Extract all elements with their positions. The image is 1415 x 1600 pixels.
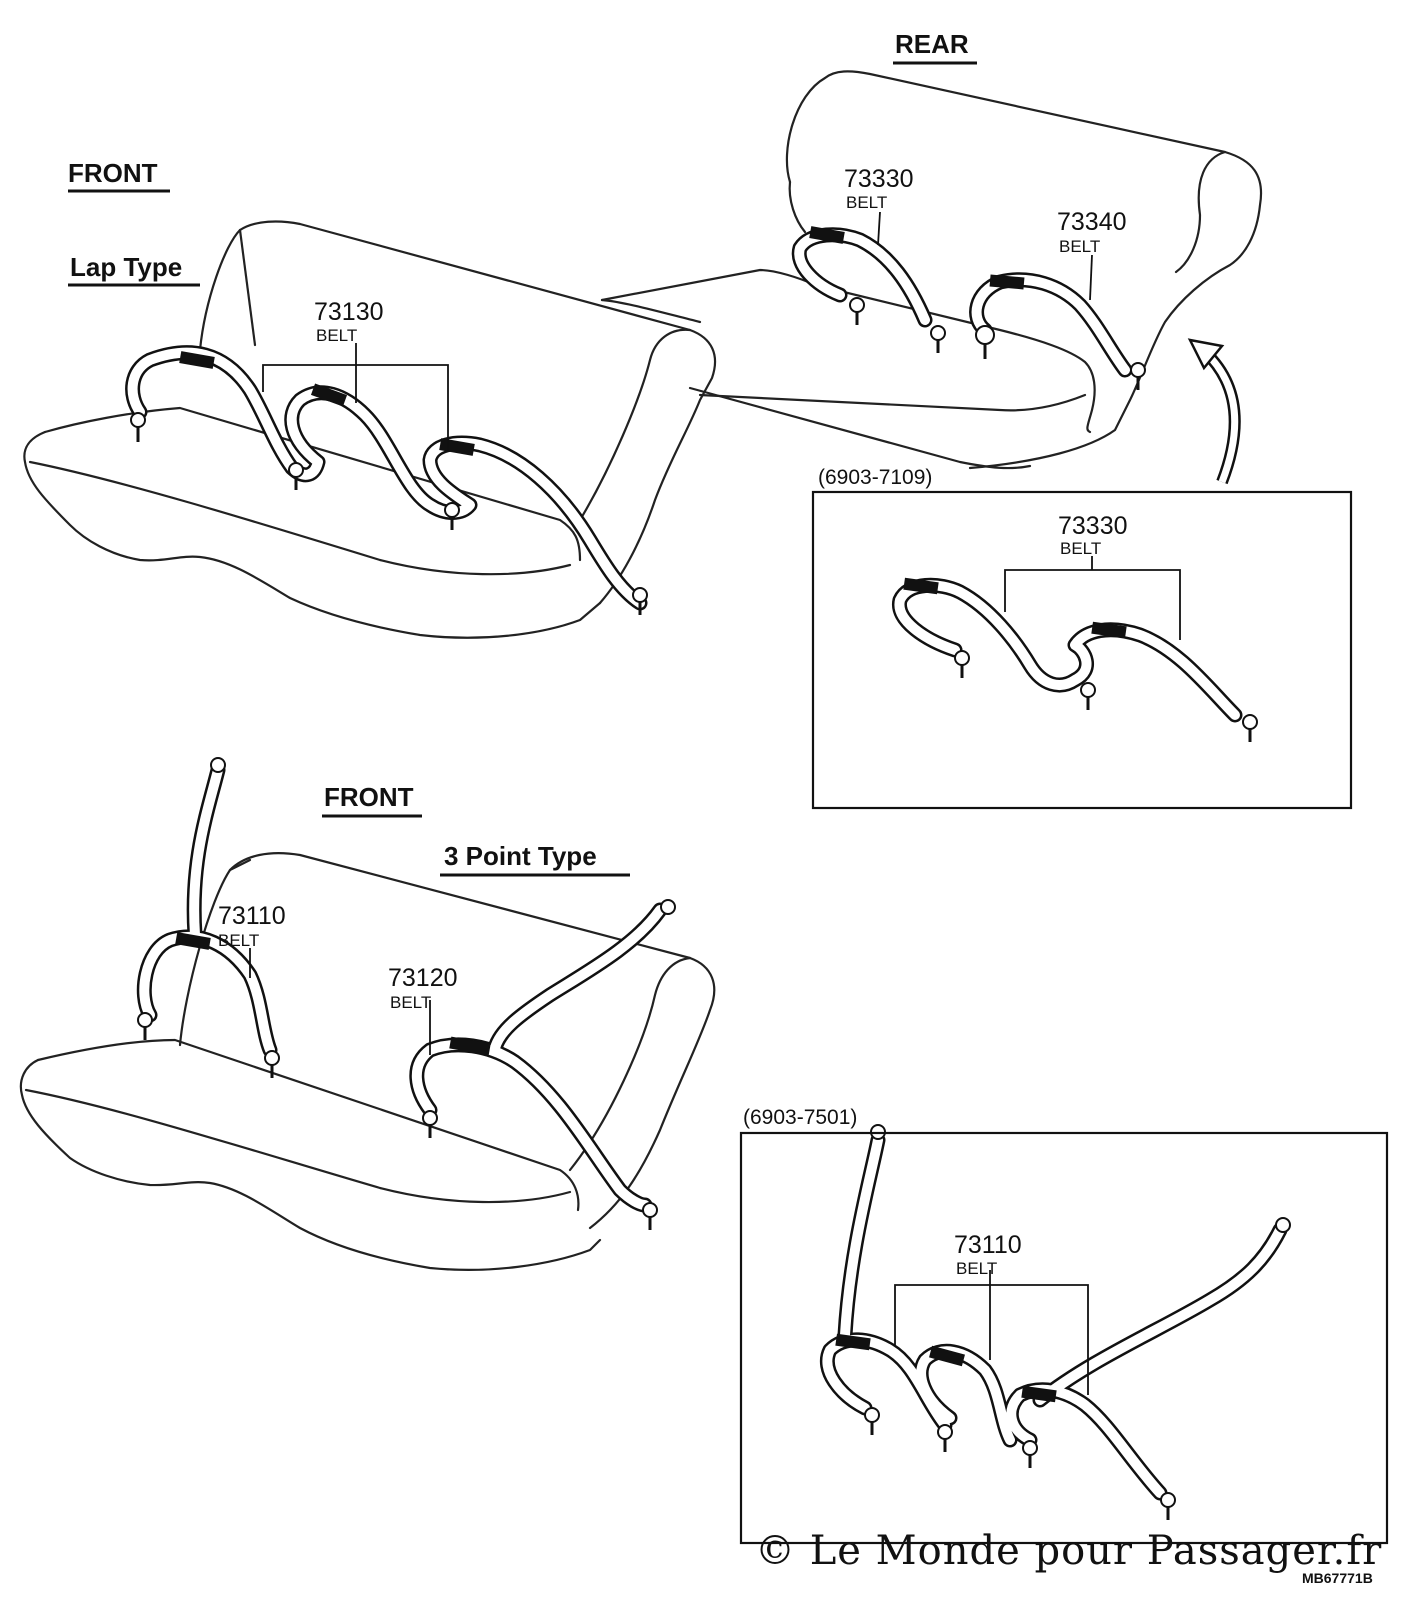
- diagram-code: MB67771B: [1302, 1570, 1373, 1586]
- part-73110-number: 73110: [218, 902, 286, 930]
- inset2-range: (6903-7501): [743, 1106, 857, 1129]
- heading-underlines: [68, 61, 977, 877]
- part-73340-number: 73340: [1057, 208, 1127, 236]
- front-lap-seat: [23, 220, 717, 639]
- 3-point-type-subheading: 3 Point Type: [444, 841, 597, 871]
- front-lap-heading: FRONT: [68, 158, 158, 188]
- part-73130-name: BELT: [316, 326, 357, 345]
- part-73330-name: BELT: [846, 193, 887, 212]
- rear-seat: [600, 70, 1263, 470]
- part-73110-name: BELT: [218, 931, 259, 950]
- belt-73130-strap: [125, 345, 648, 611]
- part-73120-name: BELT: [390, 993, 431, 1012]
- lap-type-subheading: Lap Type: [70, 252, 182, 282]
- inset-box-6903-7501: [739, 1131, 1389, 1545]
- belt-73120-strap: [409, 902, 668, 1213]
- buckle-marks: [175, 226, 1127, 1403]
- front-3pt-heading: FRONT: [324, 782, 414, 812]
- belt-inset1-strap: [892, 577, 1243, 723]
- part-73330-number: 73330: [844, 165, 914, 193]
- watermark: © Le Monde pour Passager.fr: [755, 1528, 1383, 1574]
- rear-heading: REAR: [895, 29, 969, 59]
- inset1-part-name: BELT: [1060, 539, 1101, 558]
- inset1-part-number: 73330: [1058, 512, 1128, 540]
- inset2-part-number: 73110: [954, 1231, 1022, 1259]
- belt-73340-strap: [969, 272, 1133, 378]
- leader-lines: [249, 211, 1181, 1395]
- inset1-range: (6903-7109): [818, 466, 932, 489]
- inset2-part-name: BELT: [956, 1259, 997, 1278]
- part-73130-number: 73130: [314, 298, 384, 326]
- part-73120-number: 73120: [388, 964, 458, 992]
- curved-arrow: [1187, 338, 1241, 485]
- inset-box-6903-7109: [811, 490, 1353, 810]
- part-73340-name: BELT: [1059, 237, 1100, 256]
- front-3pt-seat: [19, 852, 716, 1271]
